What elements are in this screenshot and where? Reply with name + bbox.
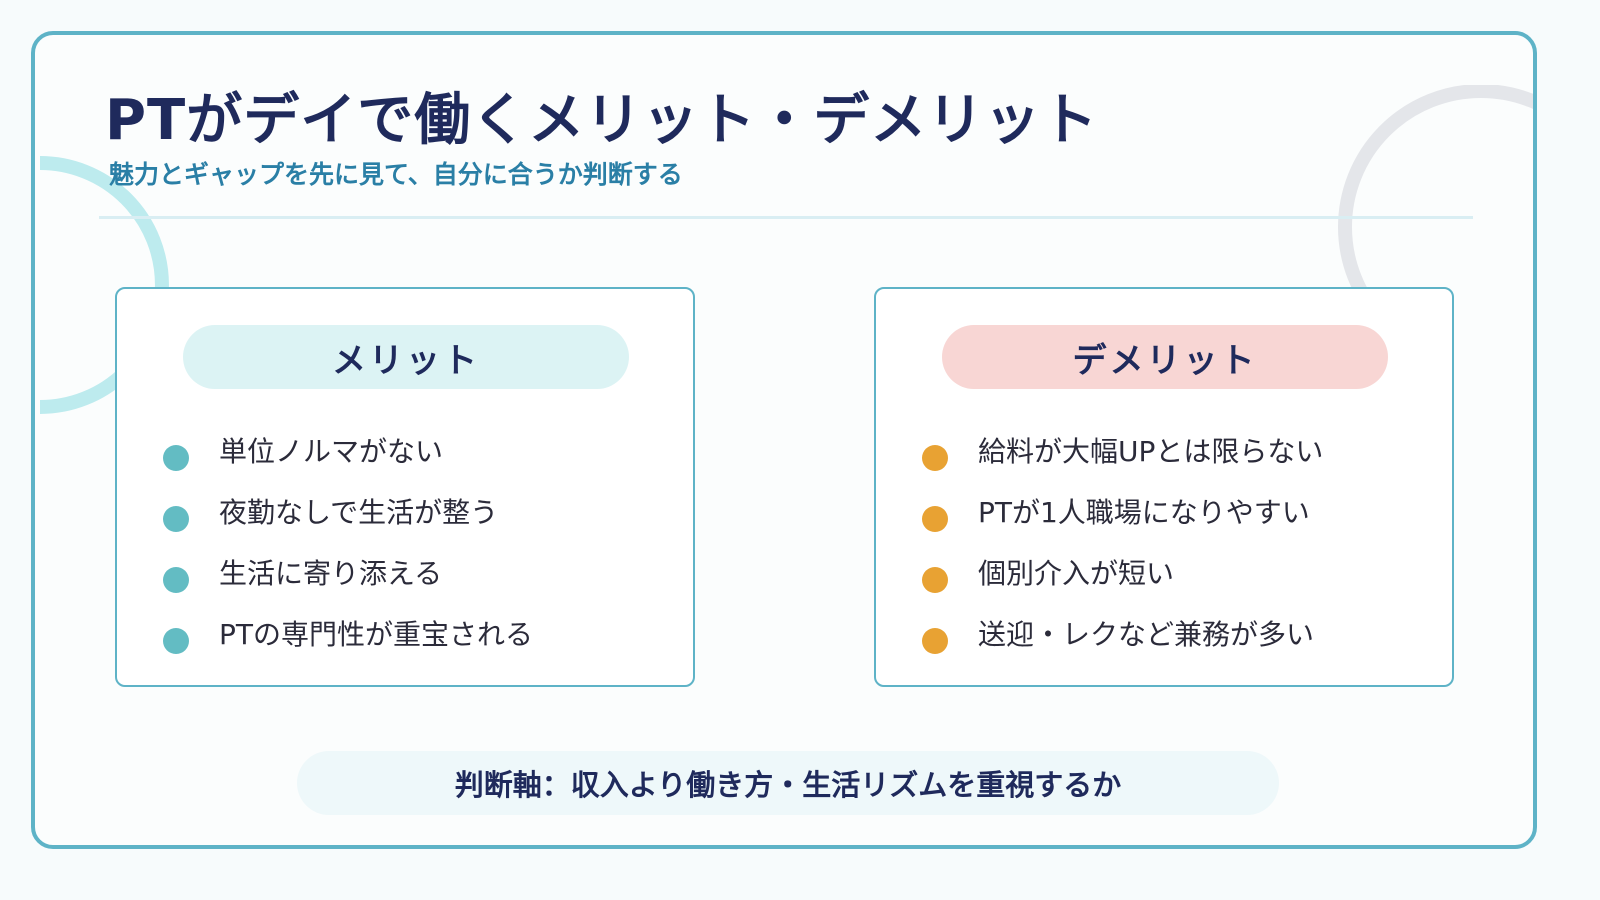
demerit-item-text: 給料が大幅UPとは限らない [978, 435, 1324, 468]
demerit-item: 給料が大幅UPとは限らない [922, 435, 1323, 496]
merit-item: 生活に寄り添える [163, 557, 533, 618]
demerit-item-text: 個別介入が短い [978, 557, 1175, 590]
demerit-bullet-icon [922, 628, 948, 654]
merit-bullet-icon [163, 628, 189, 654]
merit-item-text: 生活に寄り添える [219, 557, 443, 590]
merit-item: 夜勤なしで生活が整う [163, 496, 533, 557]
demerit-item: 送迎・レクなど兼務が多い [922, 618, 1323, 679]
demerit-item-text: PTが1人職場になりやすい [978, 496, 1310, 529]
merit-item: PTの専門性が重宝される [163, 618, 533, 679]
demerit-bullet-icon [922, 567, 948, 593]
merit-heading: メリット [183, 325, 629, 389]
merit-bullet-icon [163, 506, 189, 532]
demerit-bullet-icon [922, 445, 948, 471]
demerit-list: 給料が大幅UPとは限らない PTが1人職場になりやすい 個別介入が短い 送迎・レ… [922, 435, 1323, 679]
demerit-item: 個別介入が短い [922, 557, 1323, 618]
merit-item-text: 単位ノルマがない [219, 435, 444, 468]
header-divider [99, 216, 1473, 219]
demerit-card: デメリット 給料が大幅UPとは限らない PTが1人職場になりやすい 個別介入が短… [874, 287, 1454, 687]
merit-item-text: PTの専門性が重宝される [219, 618, 533, 651]
demerit-bullet-icon [922, 506, 948, 532]
decision-axis-banner: 判断軸：収入より働き方・生活リズムを重視するか [297, 751, 1279, 815]
merit-bullet-icon [163, 567, 189, 593]
demerit-heading: デメリット [942, 325, 1388, 389]
merit-item-text: 夜勤なしで生活が整う [219, 496, 499, 529]
merit-list: 単位ノルマがない 夜勤なしで生活が整う 生活に寄り添える PTの専門性が重宝され… [163, 435, 533, 679]
page-title: PTがデイで働くメリット・デメリット [105, 88, 1099, 153]
demerit-item-text: 送迎・レクなど兼務が多い [978, 618, 1315, 651]
merit-card: メリット 単位ノルマがない 夜勤なしで生活が整う 生活に寄り添える PTの専門性… [115, 287, 695, 687]
page-subtitle: 魅力とギャップを先に見て、自分に合うか判断する [109, 160, 683, 189]
demerit-item: PTが1人職場になりやすい [922, 496, 1323, 557]
merit-bullet-icon [163, 445, 189, 471]
slide-frame: PTがデイで働くメリット・デメリット 魅力とギャップを先に見て、自分に合うか判断… [31, 31, 1537, 849]
merit-item: 単位ノルマがない [163, 435, 533, 496]
